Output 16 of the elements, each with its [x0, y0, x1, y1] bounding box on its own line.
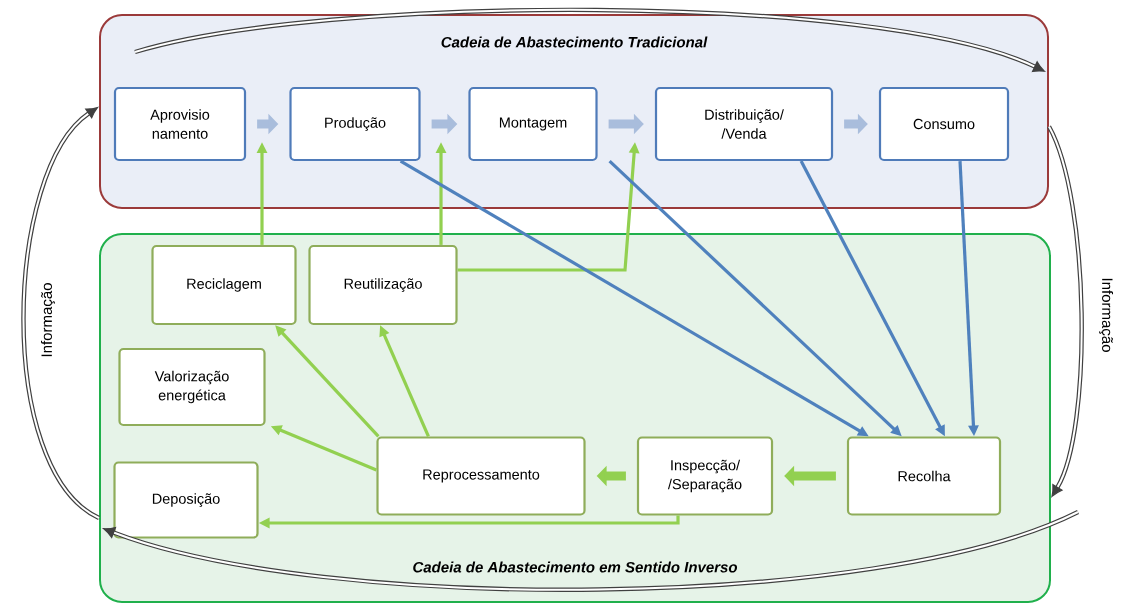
process-box: Reprocessamento — [376, 436, 586, 516]
process-box: Recolha — [846, 436, 1002, 516]
process-box: Reciclagem — [151, 244, 297, 326]
process-box: Reutilização — [308, 244, 458, 326]
process-box: Deposição — [113, 461, 259, 539]
process-box: Produção — [289, 86, 421, 162]
process-box: Montagem — [468, 86, 598, 162]
edge-label: Informação — [41, 283, 55, 357]
process-box: Inspecção/ /Separação — [636, 436, 774, 516]
process-box: Valorização energética — [118, 347, 266, 427]
edge-label: Informação — [1099, 278, 1114, 352]
process-box: Distribuição/ /Venda — [654, 86, 834, 162]
curved-arrow — [21, 106, 101, 520]
process-box: Aprovisio namento — [113, 86, 247, 162]
process-box: Consumo — [878, 86, 1010, 162]
curved-arrow — [1047, 125, 1084, 497]
